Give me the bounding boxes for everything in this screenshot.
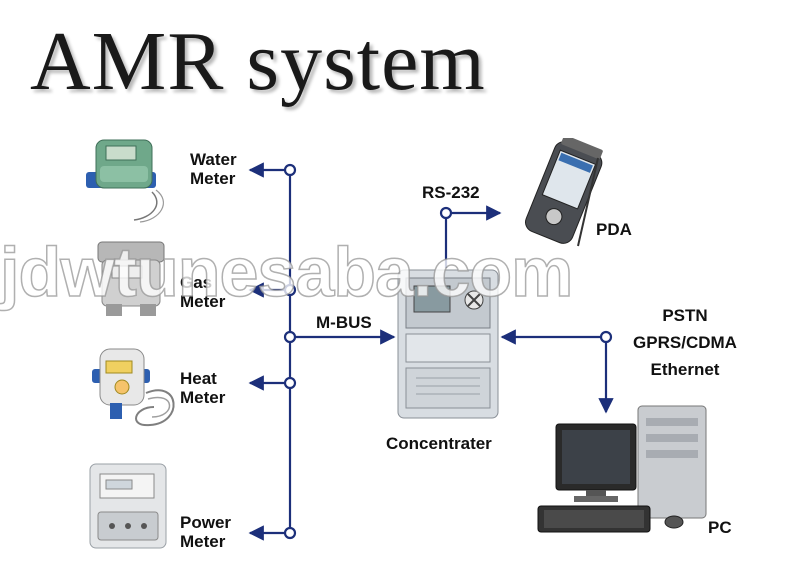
mbus-label: M-BUS [316,313,372,332]
gas-meter-icon [97,241,165,316]
power-meter-icon [89,463,167,549]
junction-heat [283,376,297,390]
concentrator-label: Concentrater [386,434,492,453]
pda-label: PDA [596,220,632,239]
concentrator-icon [397,269,499,419]
junction-mbus [283,330,297,344]
diagram-title: AMR system [30,15,486,108]
rs232-label: RS-232 [422,183,480,202]
water-meter-icon [86,139,164,223]
junction-gas [283,283,297,297]
pc-icon [537,405,707,533]
pc-label: PC [708,518,732,537]
heat-meter-icon [92,348,175,427]
junction-rs232 [439,206,453,220]
pda-icon [525,138,603,247]
junction-power [283,526,297,540]
junction-water [283,163,297,177]
junction-network [599,330,613,344]
watermark: jdwtunesaba.com [0,232,574,312]
